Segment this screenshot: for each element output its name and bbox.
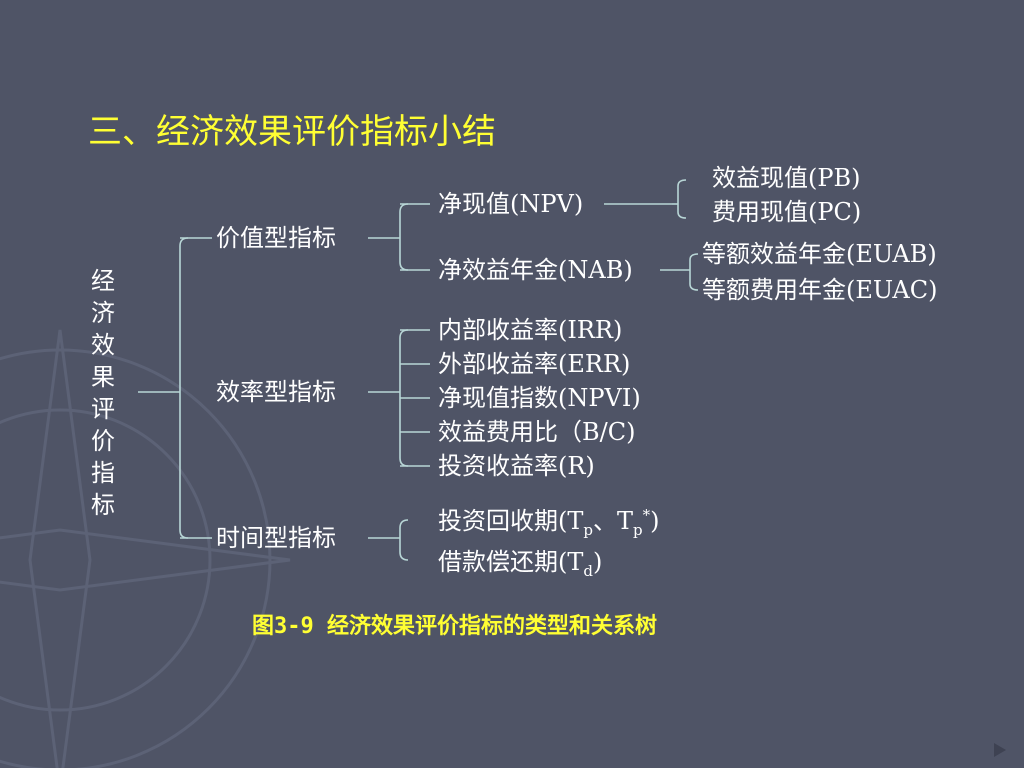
category-time-type: 时间型指标	[216, 524, 336, 552]
next-slide-arrow-icon[interactable]	[990, 740, 1010, 760]
repay-subscript: d	[583, 561, 593, 580]
node-irr: 内部收益率(IRR)	[438, 316, 623, 344]
payback-text: 投资回收期(T	[438, 507, 584, 535]
node-repayment-period: 借款偿还期(Td)	[438, 550, 602, 579]
node-bc: 效益费用比（B/C)	[438, 418, 636, 446]
root-char: 标	[91, 491, 115, 519]
node-payback-period: 投资回收期(Tp、Tp*)	[438, 508, 659, 538]
node-roi: 投资收益率(R)	[438, 452, 595, 480]
root-char: 指	[91, 459, 115, 487]
node-npv: 净现值(NPV)	[438, 190, 584, 218]
node-npvi: 净现值指数(NPVI)	[438, 384, 641, 412]
payback-subscript-2: p	[633, 520, 643, 539]
root-char: 果	[91, 363, 115, 391]
repay-text-end: )	[592, 548, 603, 576]
repay-text: 借款偿还期(T	[438, 548, 584, 576]
payback-subscript: p	[583, 520, 593, 539]
payback-text-end: )	[650, 507, 660, 535]
figure-caption: 图3-9 经济效果评价指标的类型和关系树	[252, 614, 657, 639]
category-efficiency-type: 效率型指标	[216, 378, 336, 406]
node-err: 外部收益率(ERR)	[438, 350, 631, 378]
root-char: 济	[91, 299, 115, 327]
root-char: 效	[91, 331, 115, 359]
node-nab: 净效益年金(NAB)	[438, 256, 633, 284]
root-label-vertical: 经 济 效 果 评 价 指 标	[88, 265, 118, 521]
slide-title: 三、经济效果评价指标小结	[88, 112, 496, 152]
node-euac: 等额费用年金(EUAC)	[702, 276, 938, 304]
node-euab: 等额效益年金(EUAB)	[702, 240, 937, 268]
payback-text-mid: 、T	[592, 507, 633, 535]
root-char: 评	[91, 395, 115, 423]
payback-superscript: *	[642, 506, 651, 524]
root-char: 经	[91, 267, 115, 295]
root-char: 价	[91, 427, 115, 455]
category-value-type: 价值型指标	[216, 224, 336, 252]
node-pb: 效益现值(PB)	[712, 164, 861, 192]
node-pc: 费用现值(PC)	[712, 198, 862, 226]
